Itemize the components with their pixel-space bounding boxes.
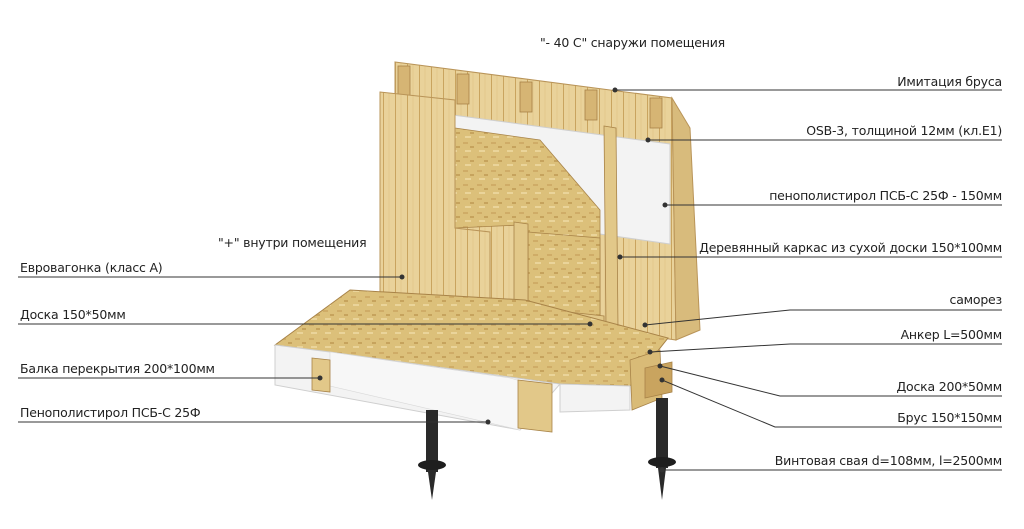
callout-board-150x50: Доска 150*50мм [20,307,126,322]
callout-wall-foam: пенополистирол ПСБ-С 25Ф - 150мм [769,188,1002,203]
callout-screw-pile: Винтовая свая d=108мм, l=2500мм [774,453,1002,468]
screw-pile-left [418,410,446,500]
outside-temperature-label: "- 40 C" снаружи помещения [540,35,725,50]
callout-beam-150x150: Брус 150*150мм [897,410,1002,425]
callout-screw: саморез [949,292,1003,307]
callout-board-200x50: Доска 200*50мм [896,379,1002,394]
callout-eurolining: Евровагонка (класс А) [20,260,163,275]
callout-wooden-frame: Деревянный каркас из сухой доски 150*100… [699,240,1002,255]
screw-pile-right [648,398,676,500]
leader-lines-left [18,276,590,423]
floor-slab [273,289,673,433]
leader-dots-left [317,274,593,425]
leader-lines-right [615,89,1002,471]
callout-floor-foam: Пенополистирол ПСБ-С 25Ф [20,405,201,420]
callout-floor-beam: Балка перекрытия 200*100мм [20,361,215,376]
leader-dots-right [612,87,668,473]
callout-imitation-beam: Имитация бруса [897,74,1002,89]
callout-anchor: Анкер L=500мм [900,327,1003,342]
callout-osb3: OSB-3, толщиной 12мм (кл.E1) [806,123,1002,138]
inside-temperature-label: "+" внутри помещения [218,235,367,250]
